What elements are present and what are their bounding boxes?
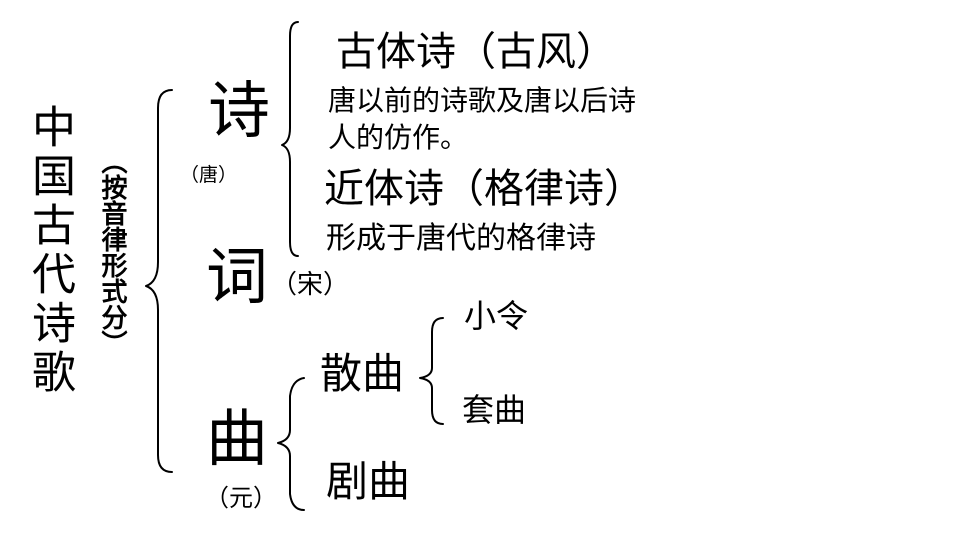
xiaoling-label: 小令 xyxy=(464,297,529,335)
jintishi-desc: 形成于唐代的格律诗 xyxy=(326,221,596,256)
gutishi-desc-line1: 唐以前的诗歌及唐以后诗 xyxy=(328,84,637,117)
sanqu-bracket xyxy=(419,317,444,425)
sanqu-label: 散曲 xyxy=(320,349,405,398)
diagram-title: 中国古代诗歌 xyxy=(24,104,75,398)
jintishi-label: 近体诗（格律诗） xyxy=(324,166,644,212)
taoqu-label: 套曲 xyxy=(462,391,527,429)
qu-bracket xyxy=(277,377,305,511)
main-bracket xyxy=(145,89,173,473)
ci-label: 词 xyxy=(206,240,269,313)
ci-era: （宋） xyxy=(271,270,350,300)
shi-label: 诗 xyxy=(208,74,271,147)
qu-era: （元） xyxy=(205,484,277,512)
gutishi-desc-line2: 人的仿作。 xyxy=(328,121,469,154)
gutishi-label: 古体诗（古风） xyxy=(336,29,616,75)
juqu-label: 剧曲 xyxy=(326,457,411,506)
shi-era: （唐） xyxy=(180,164,238,186)
shi-bracket xyxy=(281,21,299,257)
qu-label: 曲 xyxy=(206,402,269,475)
classification-note: （按音律形式分） xyxy=(97,148,127,356)
